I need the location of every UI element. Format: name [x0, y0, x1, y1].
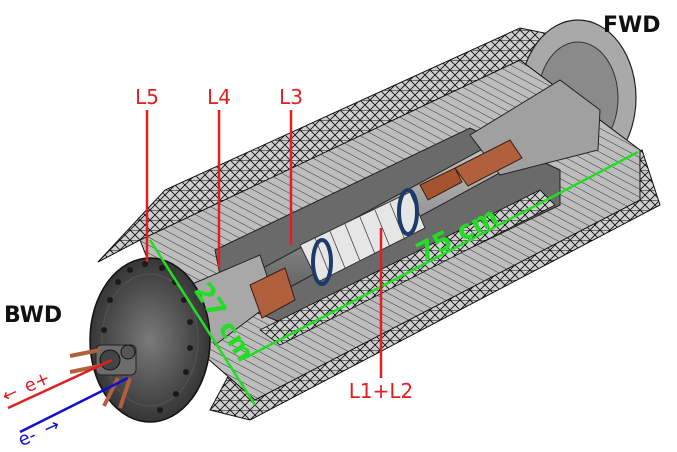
length-dimension-line	[244, 150, 639, 360]
e-plus-label-group: ← e+	[0, 368, 53, 408]
label-bwd: BWD	[4, 303, 62, 328]
bwd-flange-bolts	[101, 261, 193, 413]
e-minus-label: e-	[15, 425, 40, 451]
e-plus-label: e+	[21, 368, 53, 398]
label-l5: L5	[135, 85, 159, 109]
core-ring-fwd	[397, 188, 419, 236]
bwd-flange-rim	[101, 273, 199, 407]
copper-flex-fwd	[454, 139, 523, 187]
layer-leader-lines	[145, 110, 383, 378]
label-l1l2: L1+L2	[349, 379, 414, 403]
e-plus-beam-line	[7, 358, 113, 410]
e-minus-beam-line	[19, 376, 129, 434]
copper-flex-mid	[419, 167, 463, 201]
label-l3: L3	[279, 85, 303, 109]
label-l4: L4	[207, 85, 231, 109]
copper-flex-bwd	[249, 267, 296, 319]
core-module-lines	[314, 202, 406, 276]
label-fwd: FWD	[603, 13, 661, 38]
e-minus-label-group: e- →	[15, 414, 63, 451]
core-ring-bwd	[311, 238, 333, 286]
inner-lattice	[259, 189, 556, 346]
diameter-dimension-line	[148, 239, 257, 406]
beamline-connectors	[69, 344, 137, 409]
e-minus-arrow: →	[41, 414, 63, 439]
